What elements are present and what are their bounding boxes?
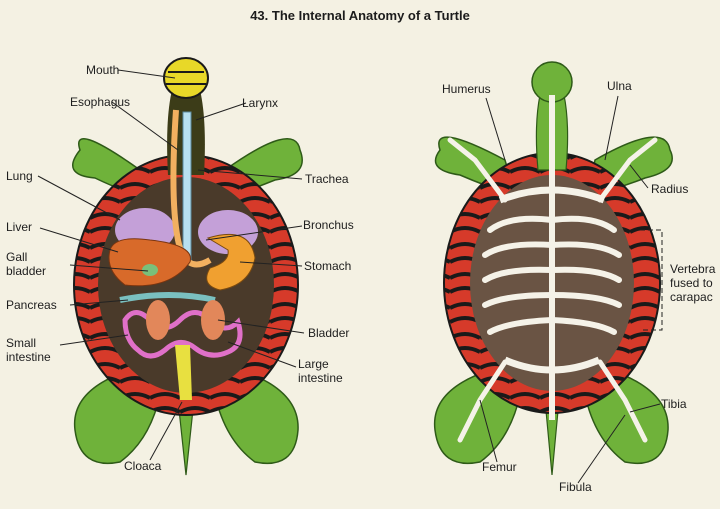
bladder-organ <box>201 300 225 340</box>
label-stomach: Stomach <box>304 259 352 273</box>
skeleton-pointer-lines <box>479 95 661 484</box>
label-small-intestine-2: intestine <box>6 350 51 364</box>
label-trachea: Trachea <box>305 172 349 186</box>
trachea-organ <box>182 111 192 263</box>
organs-turtle <box>71 57 303 476</box>
figure-title: 43. The Internal Anatomy of a Turtle <box>250 8 470 23</box>
label-tibia: Tibia <box>661 397 687 411</box>
label-femur: Femur <box>482 460 517 474</box>
label-vertebrae-1: Vertebra <box>670 262 716 276</box>
stomach-organ <box>206 233 256 291</box>
rib-bones <box>482 215 622 335</box>
pectoral-girdle <box>498 186 606 204</box>
organs-turtle-head <box>163 57 209 99</box>
label-large-intestine-2: intestine <box>298 371 343 385</box>
esophagus-organ <box>170 109 212 268</box>
vertebrae-bracket <box>640 229 663 331</box>
label-radius: Radius <box>651 182 689 196</box>
label-esophagus: Esophagus <box>70 95 131 109</box>
label-gall-bladder-1: Gall <box>6 250 28 264</box>
label-vertebrae-3: carapac <box>670 290 713 304</box>
large-intestine-organ <box>146 300 170 340</box>
label-ulna: Ulna <box>607 79 632 93</box>
gall-bladder-organ <box>142 264 158 276</box>
label-fibula: Fibula <box>559 480 592 494</box>
label-cloaca: Cloaca <box>124 459 162 473</box>
organs-turtle-head-markings <box>166 71 206 85</box>
pelvic-girdle <box>503 356 601 374</box>
label-large-intestine-1: Large <box>298 357 329 371</box>
label-vertebrae-2: fused to <box>670 276 713 290</box>
organ-pointer-lines <box>37 69 305 461</box>
cloaca-organ <box>175 345 192 400</box>
label-bronchus: Bronchus <box>303 218 354 232</box>
skeleton-turtle <box>433 61 673 476</box>
label-gall-bladder-2: bladder <box>6 264 47 278</box>
label-lung: Lung <box>6 169 33 183</box>
label-liver: Liver <box>6 220 33 234</box>
label-bladder: Bladder <box>308 326 350 340</box>
label-larynx: Larynx <box>242 96 279 110</box>
label-mouth: Mouth <box>86 63 120 77</box>
label-humerus: Humerus <box>442 82 491 96</box>
pancreas-organ <box>119 292 216 303</box>
label-small-intestine-1: Small <box>6 336 37 350</box>
label-pancreas: Pancreas <box>6 298 57 312</box>
liver-organ <box>108 238 191 287</box>
